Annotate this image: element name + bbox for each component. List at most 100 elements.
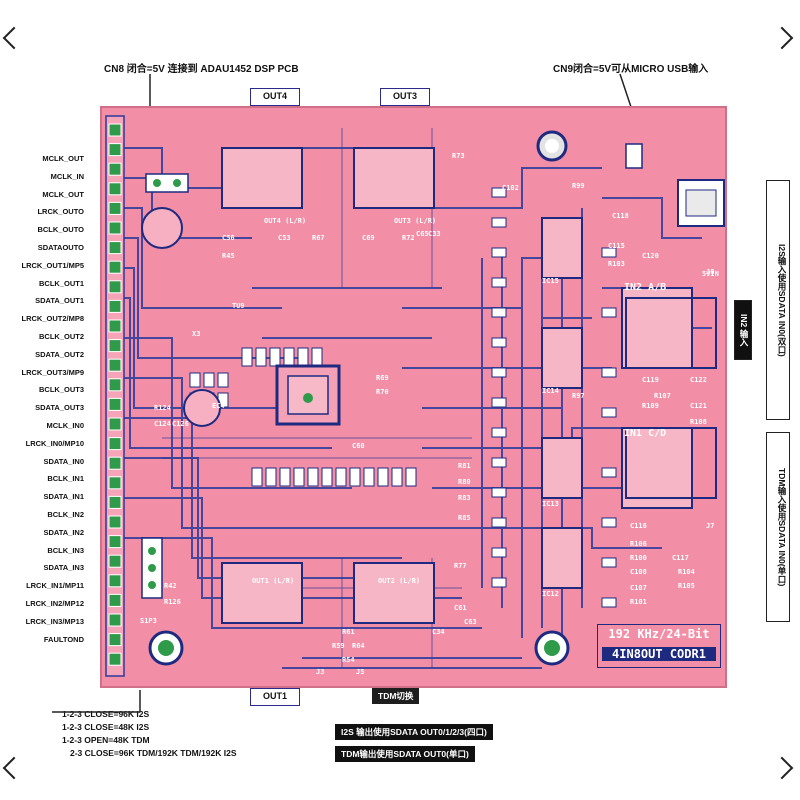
part-label: C121 [690,402,707,410]
header-pin [108,574,122,588]
part-label: C107 [630,584,647,592]
config-note-2: 1-2-3 CLOSE=48K I2S [62,722,150,732]
header-pin [108,221,122,235]
part-label: J5 [356,668,364,676]
cn9-annotation: CN9闭合=5V可从MICRO USB输入 [553,64,709,75]
corner-mark-bottom-right [770,756,794,780]
header-pin [108,260,122,274]
part-label: C102 [502,184,519,192]
part-label: R106 [630,540,647,548]
part-label: C115 [608,242,625,250]
header-pin [108,358,122,372]
part-label: J8 [706,268,714,276]
header-pin [108,182,122,196]
header-pin [108,593,122,607]
pin-label: FAULTOND [43,634,84,644]
pin-label: MCLK_OUT [42,189,84,199]
pin-label: SDATA_OUT1 [35,296,84,306]
part-label: R69 [376,374,389,382]
pin-label: SDATA_IN1 [43,492,84,502]
part-label: IC14 [542,387,559,395]
part-label: R101 [630,598,647,606]
part-label: R124 [154,404,171,412]
header-pin [108,495,122,509]
pin-label: LRCK_IN1/MP11 [26,581,84,591]
part-label: J3 [316,668,324,676]
header-pin [108,633,122,647]
header-pin [108,162,122,176]
part-label: C108 [630,568,647,576]
part-label: J7 [706,522,714,530]
pin-label: BCLK_IN3 [47,545,84,555]
header-pin [108,554,122,568]
pcb-artwork: OUT4 (L/R) OUT3 (L/R) OUT1 (L/R) OUT2 (L… [105,115,725,677]
part-label: R64 [352,642,365,650]
silk-out4-lr: OUT4 (L/R) [264,217,306,225]
part-label: R108 [690,418,707,426]
silk-out1-lr: OUT1 (L/R) [252,577,294,585]
part-label: C119 [642,376,659,384]
connector-out4: OUT4 [250,88,300,106]
header-pin [108,456,122,470]
pin-label: SDATAOUTO [37,243,84,252]
part-label: R85 [458,514,471,522]
part-label: C34 [432,628,445,636]
connector-out3: OUT3 [380,88,430,106]
pin-label: SDATA_IN3 [43,563,84,573]
header-pin [108,652,122,666]
pin-label: SDATA_OUT3 [35,403,84,413]
pin-label: LRCK_OUT3/MP9 [21,367,84,377]
pin-label: LRCK_OUT2/MP8 [21,314,84,324]
part-label: C116 [630,522,647,530]
part-label: R104 [678,568,695,576]
part-label: C120 [642,252,659,260]
part-label: R70 [376,388,389,396]
header-pin [108,339,122,353]
part-label: X3 [192,330,200,338]
pin-label: BCLK_IN2 [47,510,84,519]
pin-label: SDATA_IN0 [43,456,84,466]
part-label: R54 [342,656,355,664]
rate-name: 4IN8OUT CODR1 [602,647,716,661]
header-pin [108,515,122,529]
pin-label: BCLK_OUT2 [38,332,84,341]
silk-5vin: 5VIN [702,270,719,278]
part-label: R100 [630,554,647,562]
rate-box: 192 KHz/24-Bit 4IN8OUT CODR1 [597,624,721,668]
part-label: IC12 [542,590,559,598]
header-pin [108,378,122,392]
header-pin [108,417,122,431]
silk-in1-cd: IN1 C/D [624,428,666,439]
config-note-4: 2-3 CLOSE=96K TDM/192K TDM/192K I2S [70,748,237,758]
cn8-annotation: CN8 闭合=5V 连接到 ADAU1452 DSP PCB [104,64,299,75]
part-label: C56 [222,234,235,242]
part-label: C53 [278,234,291,242]
pin-label: MCLK_OUT [42,154,84,163]
pin-label: BCLK_OUT1 [38,278,84,288]
part-label: IC15 [542,277,559,285]
connector-out1: OUT1 [250,688,300,706]
output-note-i2s: I2S 输出使用SDATA OUT0/1/2/3(四口) [335,724,493,740]
part-label: C61 [454,604,467,612]
config-note-1: 1-2-3 CLOSE=96K I2S [62,709,150,719]
header-pin [108,201,122,215]
header-pin [108,241,122,255]
header-pin [108,535,122,549]
output-note-tdm: TDM输出使用SDATA OUT0(单口) [335,746,475,762]
part-label: R105 [678,582,695,590]
part-label: C65 [416,230,429,238]
header-pin [108,143,122,157]
part-label: R72 [402,234,415,242]
rate-spec: 192 KHz/24-Bit [608,627,710,641]
part-label: EC4 [212,402,225,410]
part-label: R103 [608,260,625,268]
header-pin [108,319,122,333]
pin-label: LRCK_IN0/MP10 [25,438,84,448]
config-notes: 1-2-3 CLOSE=96K I2S 1-2-3 CLOSE=48K I2S … [56,708,237,760]
pin-label: SDATA_OUT2 [35,349,84,359]
part-label: R61 [342,628,355,636]
part-label: R42 [164,582,177,590]
part-label: R83 [458,494,471,502]
tdm-switch-tag: TDM切换 [372,688,420,704]
pin-label: BCLK_IN1 [47,474,84,484]
